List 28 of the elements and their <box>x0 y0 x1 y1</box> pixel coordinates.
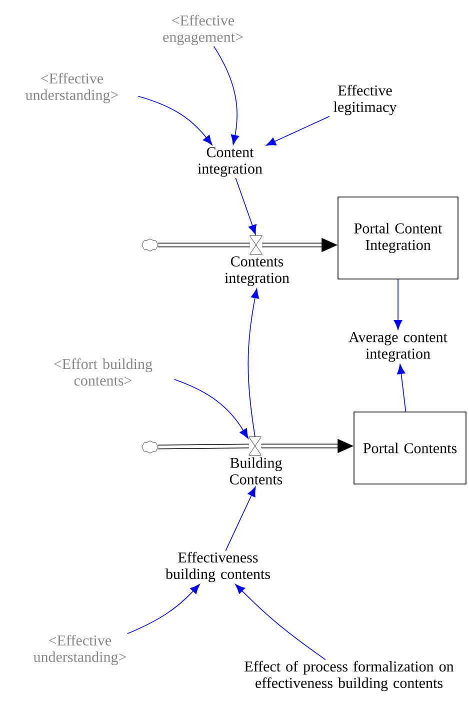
arrow <box>248 288 260 438</box>
variable-label: Effect of process formalization on effectiveness building contents <box>244 660 454 692</box>
arrow <box>235 178 256 235</box>
arrow <box>138 96 212 146</box>
arrow <box>235 584 326 660</box>
arrow <box>225 486 256 552</box>
variable-label: <Effort building contents> <box>54 358 152 386</box>
variable-label: Effectiveness building contents <box>166 552 270 582</box>
arrow <box>397 364 406 412</box>
cloud-symbol <box>142 238 158 252</box>
variable-label: <Effective engagement> <box>163 14 243 46</box>
flow-pipe <box>158 444 249 450</box>
variable-label: Effective legitimacy <box>334 84 397 116</box>
variable-label: <Effective understanding> <box>25 72 118 104</box>
stock-box: Portal Contents <box>354 412 466 484</box>
arrow <box>213 46 240 145</box>
arrow <box>174 379 248 439</box>
flow-pipe <box>158 242 250 248</box>
flow-label: Building Contents <box>230 457 282 484</box>
cloud-symbol <box>142 440 158 454</box>
arrow <box>127 584 200 634</box>
flow-label: Contents integration <box>224 256 290 286</box>
arrow <box>266 116 330 146</box>
variable-label: Content integration <box>198 147 262 177</box>
variable-label: Average content integration <box>348 332 448 362</box>
arrow <box>394 279 402 330</box>
variable-label: <Effective understanding> <box>33 634 126 666</box>
stock-box: Portal Content Integration <box>338 196 458 280</box>
